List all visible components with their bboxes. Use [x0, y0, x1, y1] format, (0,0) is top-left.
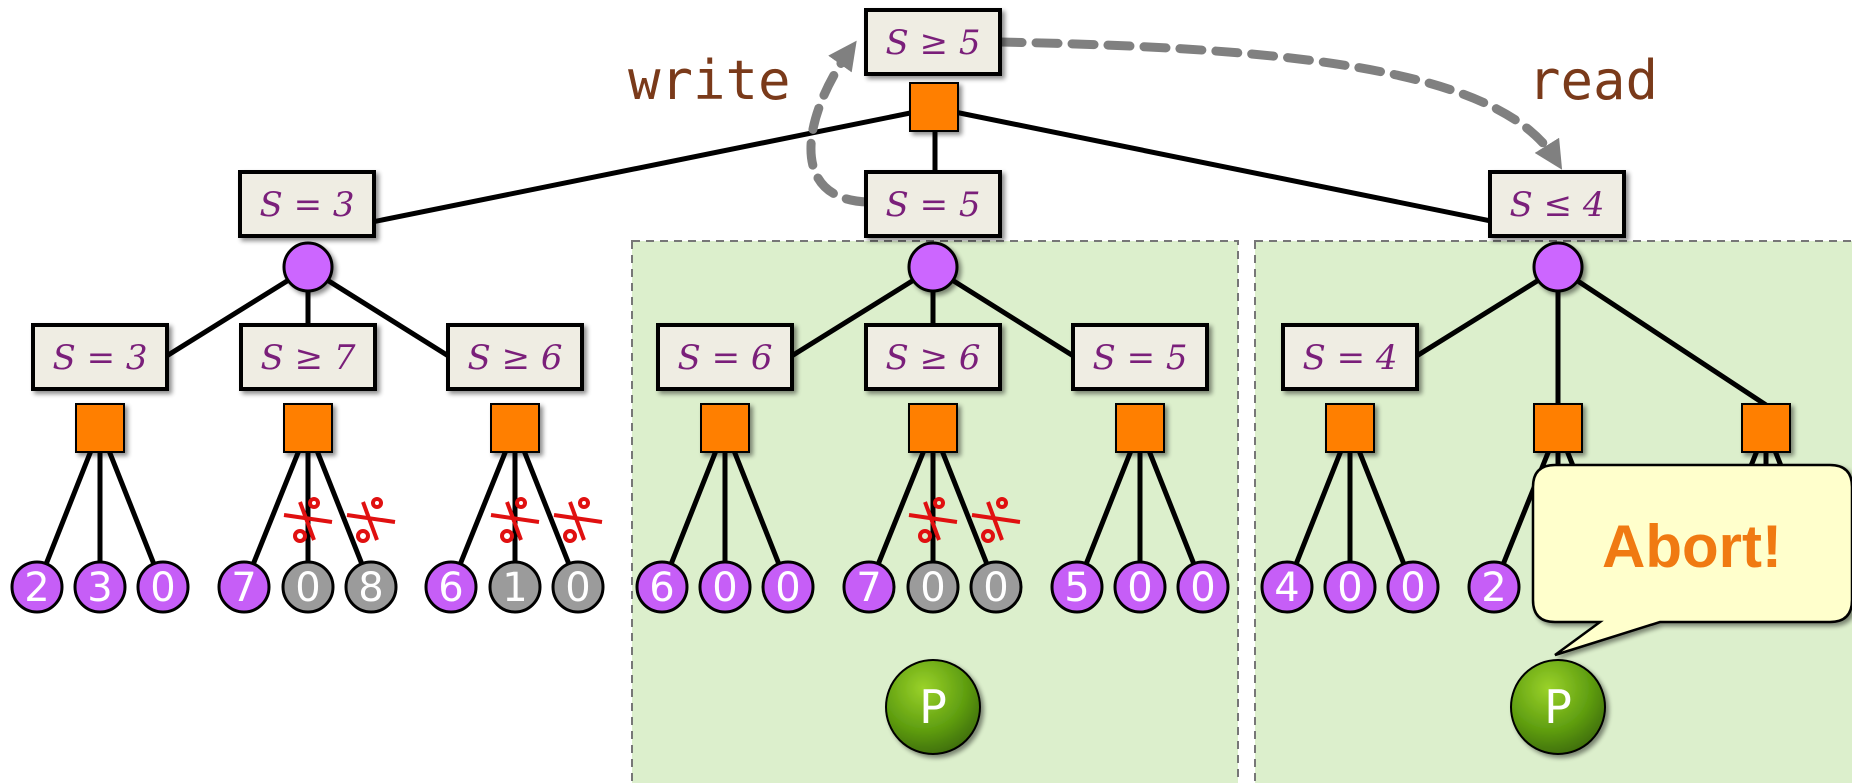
- leaf-value: 0: [295, 565, 320, 611]
- leaf-value: 6: [438, 565, 463, 611]
- write-arrow: [806, 40, 873, 207]
- level2-box: [1281, 323, 1419, 391]
- level2-label: S = 4: [1302, 338, 1397, 378]
- cut-marker: [908, 497, 958, 543]
- leaf-value: 0: [565, 565, 590, 611]
- max-node: [908, 403, 958, 453]
- level1-label: S = 5: [885, 185, 980, 225]
- processor-label: P: [1544, 680, 1572, 734]
- read-arrow: [995, 37, 1563, 170]
- level1-label: S ≤ 4: [1509, 185, 1604, 225]
- chance-node: [907, 241, 959, 293]
- processor-label: P: [919, 680, 947, 734]
- level1-label: S = 3: [259, 185, 354, 225]
- level1-box: [864, 170, 1002, 238]
- root-node: [864, 8, 1002, 76]
- abort-text: Abort!: [1602, 513, 1782, 580]
- leaf-node: [906, 560, 960, 614]
- leaf-node: [698, 560, 752, 614]
- leaf-node: [761, 560, 815, 614]
- level2-label: S ≥ 7: [260, 338, 355, 378]
- leaf-value: 2: [1481, 565, 1506, 611]
- leaf-node: [1467, 560, 1521, 614]
- read-label: read: [1528, 49, 1658, 112]
- level2-box: [656, 323, 794, 391]
- leaf-value: 8: [358, 565, 383, 611]
- leaf-node: [1386, 560, 1440, 614]
- leaf-value: 0: [983, 565, 1008, 611]
- max-node: [75, 403, 125, 453]
- leaf-node: [10, 560, 64, 614]
- leaf-value: 0: [1337, 565, 1362, 611]
- leaf-node: [136, 560, 190, 614]
- leaf-value: 7: [856, 565, 881, 611]
- leaf-node: [73, 560, 127, 614]
- leaf-value: 5: [1064, 565, 1089, 611]
- leaf-node: [1050, 560, 1104, 614]
- leaf-value: 1: [502, 565, 527, 611]
- level2-label: S ≥ 6: [467, 338, 562, 378]
- leaf-value: 7: [231, 565, 256, 611]
- leaf-value: 0: [150, 565, 175, 611]
- processor-node: [1510, 659, 1606, 755]
- tree-edges: [34, 105, 1832, 588]
- abort-callout: [1531, 463, 1852, 657]
- leaf-node: [488, 560, 542, 614]
- cut-marker: [283, 497, 333, 543]
- leaf-node: [635, 560, 689, 614]
- leaf-node: [424, 560, 478, 614]
- cut-marker: [553, 497, 603, 543]
- leaf-node: [344, 560, 398, 614]
- level2-box: [239, 323, 377, 391]
- max-node: [490, 403, 540, 453]
- leaf-value: 0: [1127, 565, 1152, 611]
- leaf-node: [969, 560, 1023, 614]
- leaf-node: [1260, 560, 1314, 614]
- level2-label: S = 3: [52, 338, 147, 378]
- level2-label: S = 5: [1092, 338, 1187, 378]
- leaf-node: [551, 560, 605, 614]
- leaf-node: [281, 560, 335, 614]
- cut-marker: [346, 497, 396, 543]
- processor-node: [885, 659, 981, 755]
- max-node: [1533, 403, 1583, 453]
- root-label: S ≥ 5: [885, 23, 980, 63]
- cut-marker: [490, 497, 540, 543]
- leaf-value: 0: [1400, 565, 1425, 611]
- level1-box: [1488, 170, 1626, 238]
- leaf-value: 0: [712, 565, 737, 611]
- leaf-value: 4: [1274, 565, 1299, 611]
- leaf-node: [1323, 560, 1377, 614]
- max-node: [1115, 403, 1165, 453]
- max-node: [700, 403, 750, 453]
- leaf-value: 6: [649, 565, 674, 611]
- level2-box: [864, 323, 1002, 391]
- level2-box: [1071, 323, 1209, 391]
- chance-node: [282, 241, 334, 293]
- leaf-value: 3: [87, 565, 112, 611]
- level2-box: [31, 323, 169, 391]
- leaf-node: [1113, 560, 1167, 614]
- write-label: write: [628, 49, 791, 112]
- max-node-root: [909, 82, 959, 132]
- leaf-node: [217, 560, 271, 614]
- max-node: [1741, 403, 1791, 453]
- leaf-node: [1176, 560, 1230, 614]
- level1-box: [238, 170, 376, 238]
- max-node: [1325, 403, 1375, 453]
- leaf-node: [842, 560, 896, 614]
- chance-node: [1532, 241, 1584, 293]
- level2-label: S ≥ 6: [885, 338, 980, 378]
- level2-box: [446, 323, 584, 391]
- leaf-value: 0: [775, 565, 800, 611]
- leaf-value: 2: [24, 565, 49, 611]
- max-node: [283, 403, 333, 453]
- leaf-value: 0: [1190, 565, 1215, 611]
- cut-marker: [971, 497, 1021, 543]
- leaf-value: 0: [920, 565, 945, 611]
- level2-label: S = 6: [677, 338, 772, 378]
